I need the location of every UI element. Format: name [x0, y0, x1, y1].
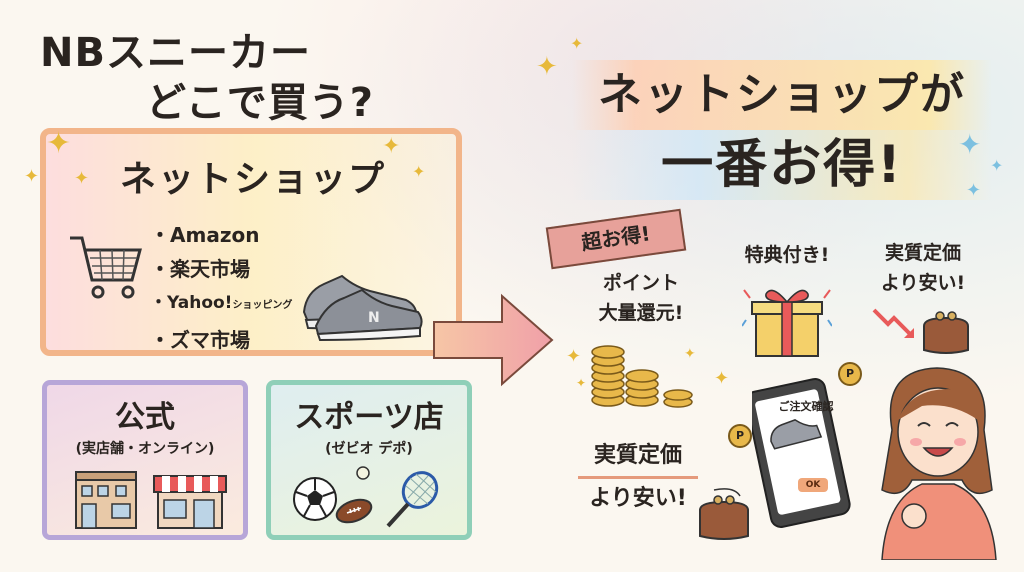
happy-woman-illustration: [881, 367, 997, 560]
soccer-ball-icon: [293, 477, 337, 521]
super-deal-ribbon: 超お得!: [545, 208, 687, 270]
conclusion-line-2: 一番お得!: [572, 130, 992, 200]
shop-item-yahoo: ・Yahoo!ショッピング: [150, 286, 292, 323]
sneaker-icon: N: [302, 274, 423, 342]
sparkle-icon: ✦: [714, 368, 730, 389]
point-coin-icon-2: P: [728, 424, 752, 448]
point-coin-icon: P: [838, 362, 862, 386]
gift-icon: [742, 289, 832, 357]
cheap-top-line-2: より安い!: [880, 272, 966, 294]
below-list-price-bottom: 実質定価 より安い!: [568, 436, 708, 519]
sparkle-icon: ✦: [382, 134, 401, 159]
net-shop-list: ・Amazon ・楽天市場 ・Yahoo!ショッピング ・ズマ市場: [150, 218, 292, 357]
below-list-price-top: 実質定価 より安い!: [858, 238, 988, 298]
rugby-ball-icon: [335, 498, 373, 524]
shop-item-rakuten: ・楽天市場: [150, 257, 250, 281]
cheap-top-line-1: 実質定価: [884, 242, 961, 264]
conclusion-line-1: ネットショップが: [572, 60, 992, 130]
wallet-icon-bottom: [699, 488, 749, 540]
sparkle-icon: ✦: [46, 126, 72, 161]
yahoo-label: ・Yahoo!: [150, 293, 233, 313]
sparkle-icon: ✦: [990, 156, 1004, 175]
points-benefit: ポイント 大量還元!: [566, 268, 716, 328]
sparkle-icon: ✦: [566, 346, 582, 367]
official-subtitle: (実店舗・オンライン): [75, 441, 215, 457]
sports-store-subtitle: (ゼビオ デポ): [325, 441, 413, 457]
net-shop-panel: [40, 128, 462, 356]
ok-button[interactable]: OK: [798, 478, 828, 492]
sparkle-icon: ✦: [684, 346, 696, 362]
down-arrow-icon: [872, 308, 914, 338]
sparkle-icon: ✦: [74, 168, 90, 189]
title-line-2: どこで買う?: [146, 80, 375, 126]
order-confirm-title: ご注文確認: [778, 400, 834, 413]
points-line-1: ポイント: [602, 272, 679, 294]
svg-text:N: N: [368, 310, 380, 326]
sparkle-icon: ✦: [966, 180, 982, 201]
sparkle-icon: ✦: [576, 376, 587, 390]
title-line-1: NBスニーカー: [40, 30, 311, 76]
sparkle-icon: ✦: [958, 128, 982, 161]
sparkle-icon: ✦: [570, 34, 584, 53]
official-title: 公式: [115, 400, 175, 435]
yahoo-shopping-label: ショッピング: [232, 300, 293, 311]
big-right-arrow: [433, 293, 554, 387]
shopping-cart-icon: [70, 236, 142, 299]
wallet-icon: [923, 311, 969, 354]
cheap-bottom-line-1: 実質定価: [578, 436, 698, 479]
main-question-title: NBスニーカー どこで買う?: [40, 28, 374, 128]
shop-item-amazon: ・Amazon: [150, 223, 260, 247]
points-line-2: 大量還元!: [598, 302, 684, 324]
shop-awning-icon: [153, 475, 227, 529]
bonus-benefit: 特典付き!: [744, 244, 830, 266]
shop-item-zuma: ・ズマ市場: [150, 328, 250, 352]
sports-store-title: スポーツ店: [294, 400, 444, 435]
sparkle-icon: ✦: [536, 52, 558, 82]
cheap-bottom-line-2: より安い!: [589, 486, 687, 511]
sparkle-icon: ✦: [412, 162, 426, 181]
net-shop-title: ネットショップ: [120, 159, 387, 200]
tennis-ball-icon: [356, 466, 370, 480]
tennis-racket-icon: [386, 471, 439, 528]
store-icon: [75, 471, 137, 529]
conclusion-title: ネットショップが 一番お得!: [572, 60, 992, 200]
sparkle-icon: ✦: [24, 166, 40, 187]
coins-icon: [591, 345, 693, 408]
